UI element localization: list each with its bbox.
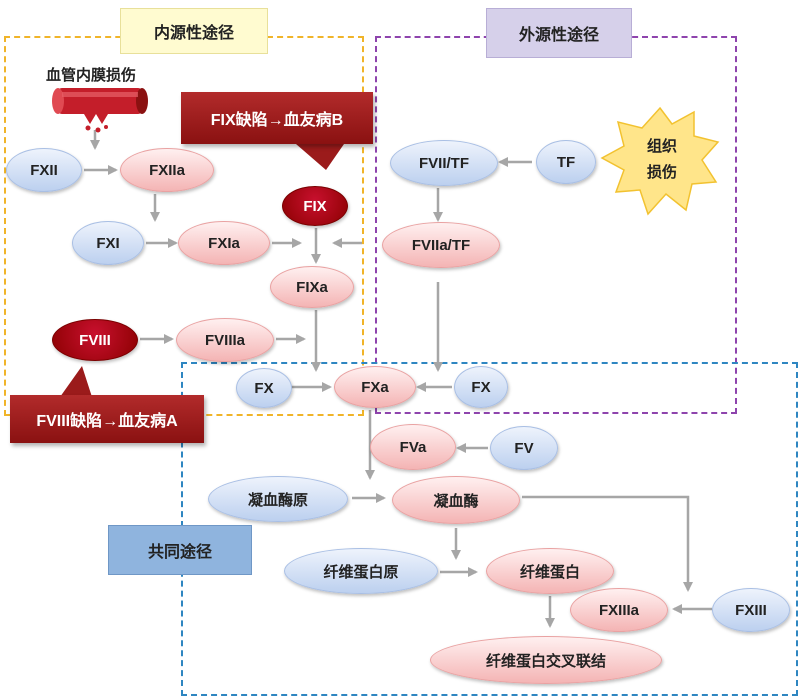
node-fxa: FXa [334, 366, 416, 408]
node-thrombin: 凝血酶 [392, 476, 520, 524]
node-fibrin: 纤维蛋白 [486, 548, 614, 594]
node-fix: FIX [282, 186, 348, 226]
node-tf: TF [536, 140, 596, 184]
node-fx-right: FX [454, 366, 508, 408]
node-fxiia: FXIIa [120, 148, 214, 192]
common-pathway-label: 共同途径 [108, 525, 252, 575]
callout-a-pointer [60, 366, 92, 397]
vessel-injury-label: 血管内膜损伤 [46, 67, 137, 84]
tissue-injury-burst-icon [600, 106, 720, 216]
tissue-injury-label: 组织 损伤 [632, 134, 692, 186]
node-prothrombin: 凝血酶原 [208, 476, 348, 522]
fviii-deficiency-callout: FVIII缺陷→血友病A [10, 395, 204, 443]
tissue-injury-line2: 损伤 [646, 164, 677, 181]
node-fxiiia: FXIIIa [570, 588, 668, 632]
node-fv: FV [490, 426, 558, 470]
node-fxi: FXI [72, 221, 144, 265]
node-fibrinogen: 纤维蛋白原 [284, 548, 438, 594]
extrinsic-pathway-label: 外源性途径 [486, 8, 632, 58]
node-fxia: FXIa [178, 221, 270, 265]
node-fxiii: FXIII [712, 588, 790, 632]
arrow-thrombin-to-fxiiia [522, 495, 693, 592]
intrinsic-pathway-label: 内源性途径 [120, 8, 268, 54]
node-crosslinked-fibrin: 纤维蛋白交叉联结 [430, 636, 662, 684]
node-fxii: FXII [6, 148, 82, 192]
node-fixa: FIXa [270, 266, 354, 308]
node-fviia-tf: FVIIa/TF [382, 222, 500, 268]
callout-b-pointer [296, 144, 344, 170]
tissue-injury-line1: 组织 [646, 138, 677, 155]
node-fviiia: FVIIIa [176, 318, 274, 362]
node-fx-left: FX [236, 368, 292, 408]
node-fviii: FVIII [52, 319, 138, 361]
blood-vessel-icon [52, 88, 148, 133]
node-fvii-tf: FVII/TF [390, 140, 498, 186]
node-fva: FVa [370, 424, 456, 470]
fix-deficiency-callout: FIX缺陷→血友病B [181, 92, 373, 144]
